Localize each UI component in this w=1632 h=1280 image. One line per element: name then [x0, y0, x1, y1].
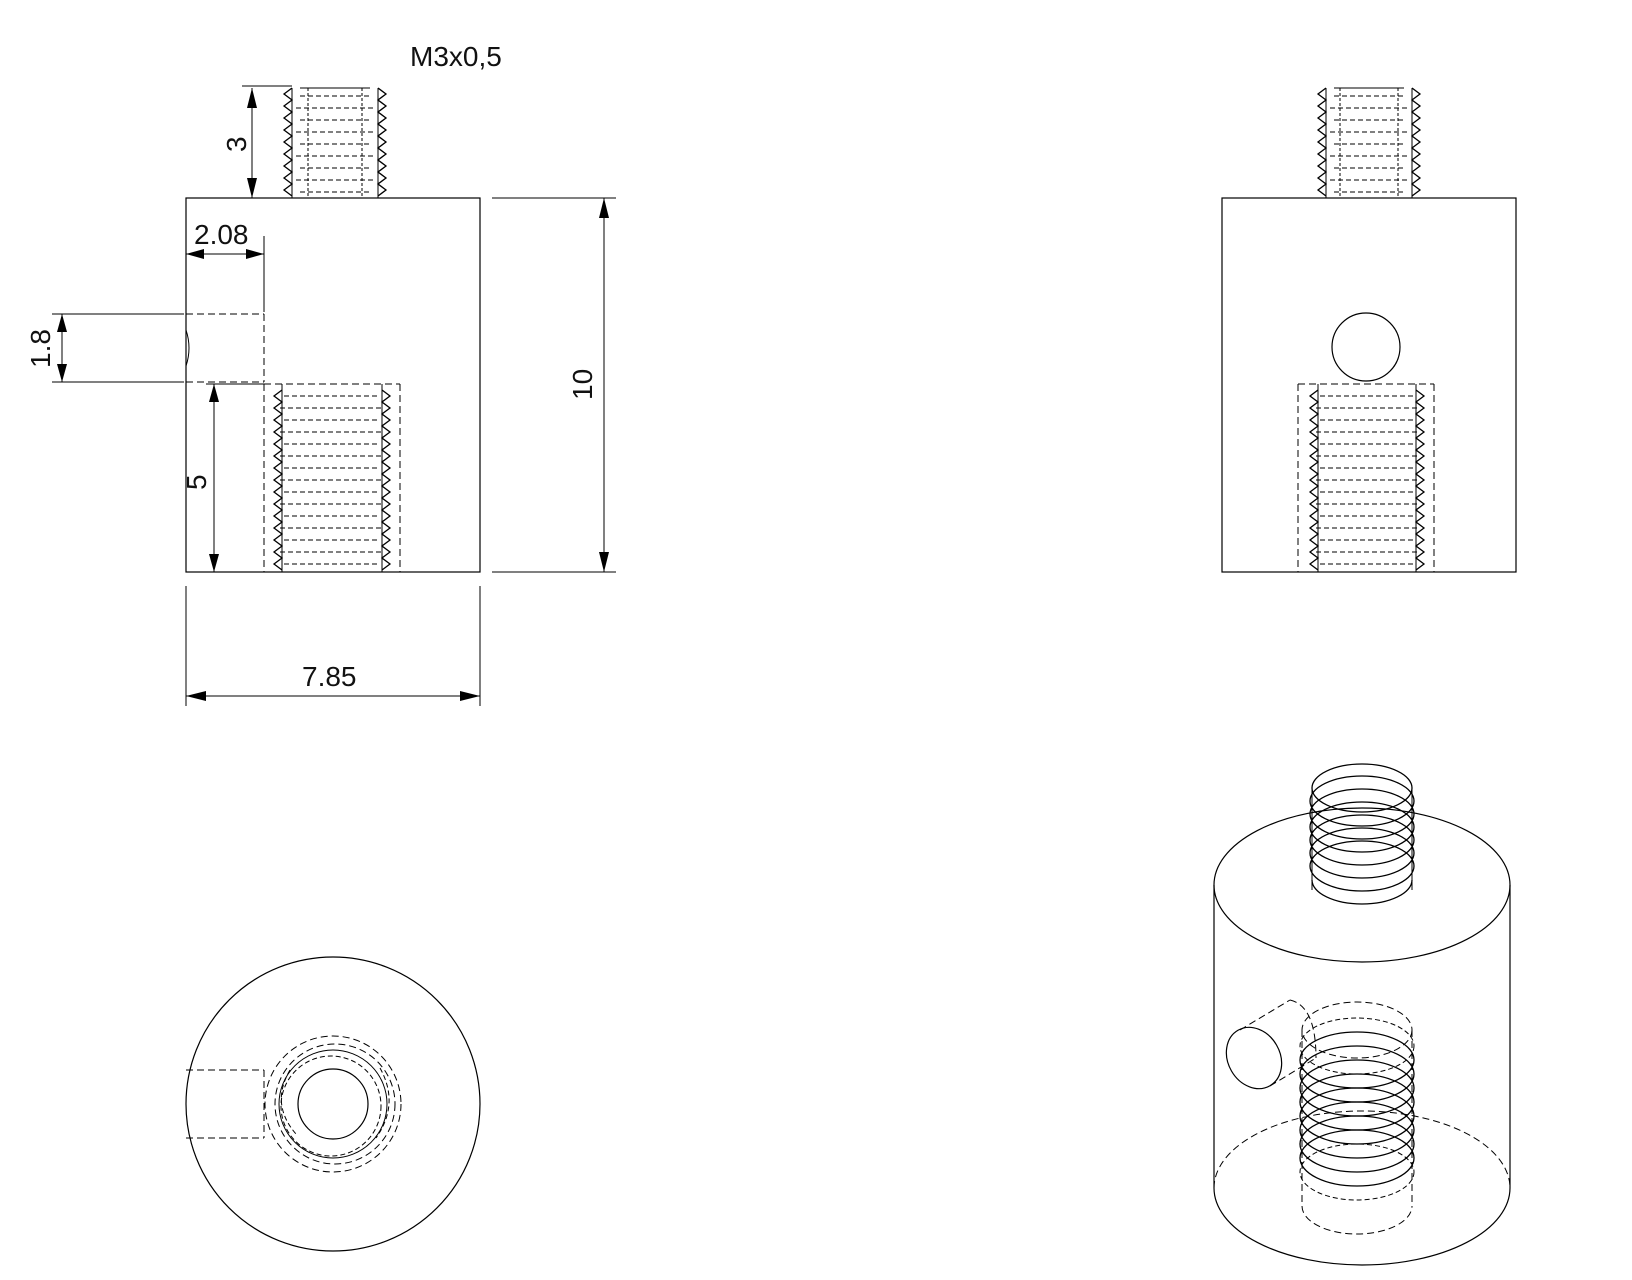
dim-hole-offset: 2.08: [185, 219, 265, 312]
thread-callout: M3x0,5: [410, 41, 502, 72]
bottom-body-outline: [185, 956, 481, 1252]
dim-thread-length-text: 3: [221, 136, 252, 152]
dim-thread-length: 3: [221, 85, 292, 198]
iso-bottom-edge: [1213, 1187, 1511, 1266]
dim-diameter: 7.85: [185, 586, 481, 706]
front-view: M3x0,5 3 2.08 1.8: [25, 41, 616, 706]
iso-top-stud-thread: [1309, 763, 1415, 905]
bottom-tapped-hole: [264, 1035, 402, 1173]
front-body-outline: [185, 197, 481, 573]
side-view: [1221, 87, 1517, 573]
front-top-stud-thread: [282, 87, 388, 198]
side-cross-hole: [1331, 312, 1401, 382]
isometric-view: [1213, 763, 1511, 1266]
side-tapped-hole: [1297, 383, 1435, 572]
iso-cross-hole: [1225, 999, 1317, 1090]
dim-tapped-depth: 5: [181, 383, 264, 572]
bottom-view: [185, 956, 481, 1252]
side-body-outline: [1221, 197, 1517, 573]
dim-height: 10: [492, 197, 616, 573]
dim-diameter-text: 7.85: [302, 661, 357, 692]
dim-hole-offset-text: 2.08: [194, 219, 249, 250]
front-cross-hole: [185, 313, 265, 383]
front-tapped-hole: [263, 383, 401, 572]
side-top-stud-thread: [1316, 87, 1422, 198]
dim-hole-diameter: 1.8: [25, 313, 184, 383]
dim-tapped-depth-text: 5: [181, 474, 212, 490]
bottom-cross-hole: [186, 1069, 265, 1139]
dim-height-text: 10: [567, 369, 598, 400]
iso-top-face: [1213, 807, 1511, 963]
dim-hole-diameter-text: 1.8: [25, 329, 56, 368]
iso-tapped-hole: [1299, 1001, 1415, 1235]
